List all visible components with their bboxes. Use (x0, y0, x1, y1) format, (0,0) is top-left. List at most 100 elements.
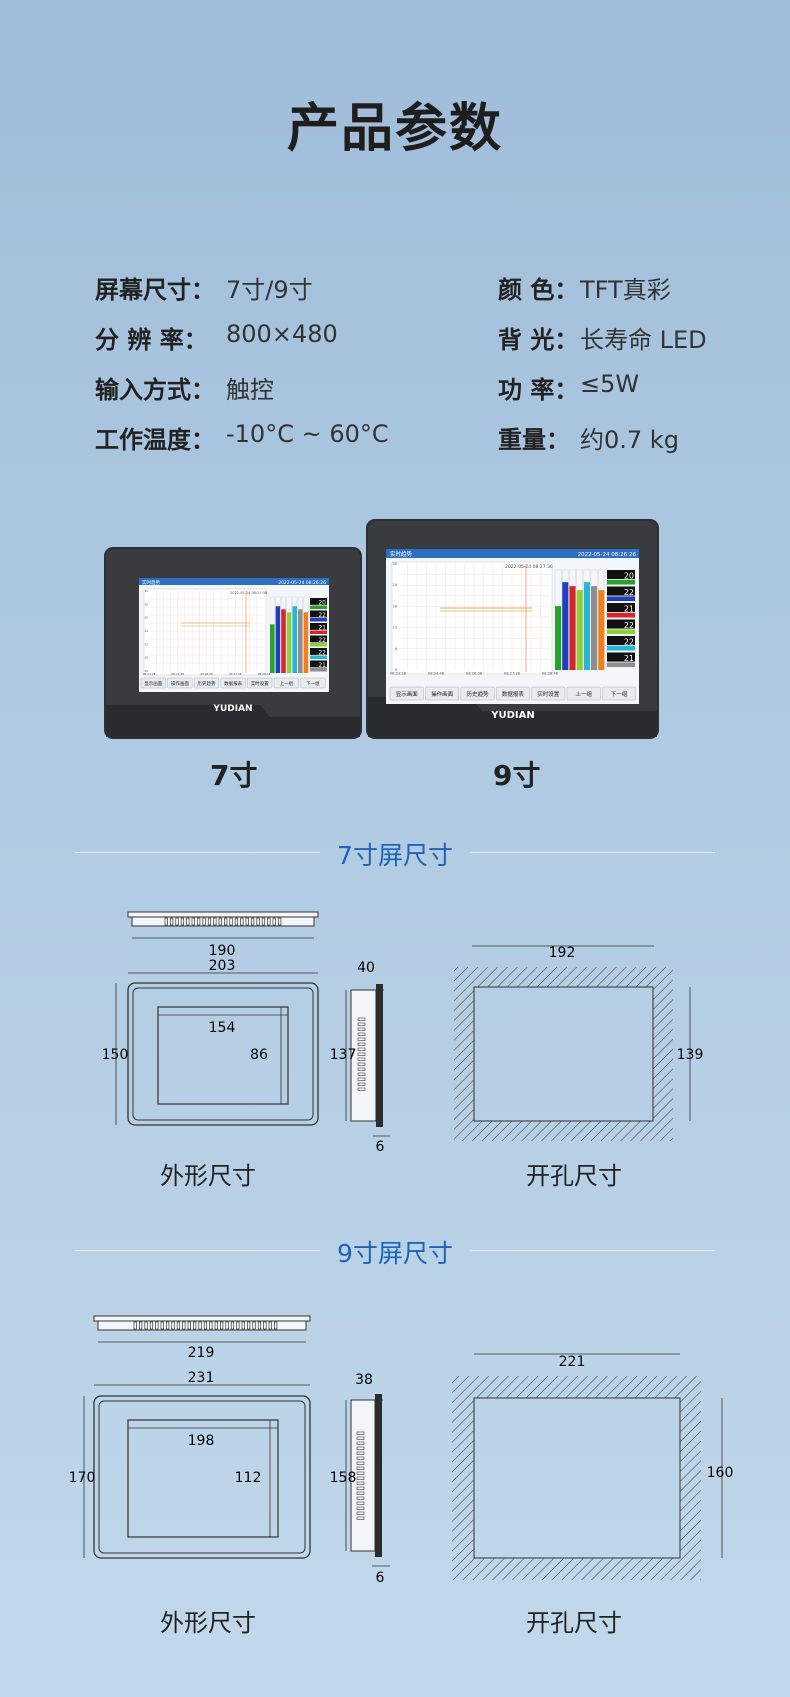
level-bar-frame (562, 569, 569, 583)
vent-slot (274, 1321, 278, 1330)
x-tick-label: 08:28:48 (258, 672, 271, 676)
level-bar (281, 609, 286, 673)
screen-button-label: 操作画面 (431, 690, 454, 698)
value-strip (310, 630, 327, 634)
spec-backlight-value: 长寿命 LED (580, 326, 707, 354)
spec-temp-value: -10°C ~ 60°C (226, 420, 389, 448)
screen-button (193, 677, 219, 689)
value-box (607, 636, 635, 646)
vent-slot (268, 1321, 272, 1330)
vent-slot (170, 917, 174, 926)
screen-button (425, 686, 459, 701)
dim9-bezel: 6 (376, 1570, 385, 1586)
vent-slot (160, 1321, 164, 1330)
screen-button (531, 686, 566, 701)
screen-button (247, 677, 273, 689)
vent-slot (176, 1321, 181, 1330)
screen-button-label: 上一组 (575, 690, 592, 698)
vent-slot (241, 1321, 245, 1330)
value-box (607, 619, 635, 629)
value-box (310, 648, 327, 655)
value-box (310, 635, 327, 643)
vent-slot (245, 917, 249, 926)
screen9-chart-stamp: 2022-05-24 08:27:36 (505, 564, 553, 570)
screen7-header-left: 实时趋势 (142, 579, 160, 586)
vent-slot (182, 1321, 186, 1330)
vent-slot (144, 1321, 148, 1330)
level-bar (270, 624, 275, 673)
spec-weight-value: 约0.7 kg (580, 426, 679, 454)
side-view-ribs-7 (357, 1017, 366, 1091)
level-bar-frame (292, 596, 298, 607)
drawing-7-inch: 190 203 154 86 150 40 137 6 192 139 (102, 911, 703, 1155)
screen7-chart-stamp: 2022-05-24 08:27:36 (230, 591, 267, 595)
value-readout: 21 (624, 654, 634, 663)
y-tick-label: 12 (392, 626, 397, 630)
side-rib (357, 1057, 366, 1061)
side-rib (356, 1471, 365, 1475)
product-photos: 实时趋势 2022-05-24 08:26:26 302826242220180… (104, 519, 659, 739)
vent-slot (197, 917, 201, 926)
side-rib (356, 1486, 365, 1490)
caption-outline-9: 外形尺寸 (160, 1609, 256, 1637)
vent-slot (261, 917, 266, 926)
screen-button (140, 677, 166, 689)
vent-slot (251, 917, 255, 926)
dim9-outer-width: 231 (188, 1370, 215, 1386)
vent-slot (164, 917, 168, 926)
level-bar (583, 582, 590, 670)
y-tick-label: 28 (144, 602, 148, 606)
vent-slot (186, 917, 190, 926)
side-rib (356, 1456, 365, 1460)
level-bar-frame (275, 596, 281, 607)
value-readout: 20 (318, 599, 326, 606)
level-bar-frame (554, 569, 562, 607)
vent-slot (278, 917, 282, 926)
side-rib (357, 1082, 366, 1086)
level-bar-frame (303, 596, 309, 613)
value-strip (310, 643, 327, 647)
device-7-inch: 实时趋势 2022-05-24 08:26:26 302826242220180… (104, 547, 362, 739)
side-rib (357, 1077, 366, 1081)
spec-input-label: 输入方式： (95, 376, 215, 404)
screen-button-label: 数据报表 (502, 690, 525, 698)
screen-button-label: 历史趋势 (198, 680, 216, 687)
dim7-top-width: 190 (209, 943, 236, 959)
value-box (310, 598, 327, 605)
vent-slot (229, 917, 233, 926)
screen9-buttons: 显示画面操作画面历史趋势数据报表实时设置上一组下一组 (389, 686, 637, 701)
x-tick-label: 08:23:28 (143, 672, 156, 676)
label-9-inch: 9寸 (493, 759, 541, 792)
y-tick-label: 24 (144, 629, 148, 633)
value-readout: 22 (318, 612, 326, 619)
level-bar (286, 612, 292, 673)
side-rib (356, 1501, 365, 1505)
screen-button-label: 下一组 (611, 690, 628, 698)
dim7-side-height: 137 (330, 1047, 357, 1063)
screen-button (273, 677, 299, 689)
x-tick-label: 08:26:08 (466, 672, 483, 676)
brand-logo-7: YUDIAN (212, 704, 252, 714)
vent-slot (149, 1321, 154, 1330)
screen7-bars (269, 596, 309, 673)
side-rib (356, 1466, 365, 1470)
caption-cutout-7: 开孔尺寸 (526, 1162, 622, 1190)
spec-backlight-label: 背 光： (498, 326, 579, 354)
vent-slot (225, 1321, 229, 1330)
vent-slot (230, 1321, 235, 1330)
vent-slot (180, 917, 185, 926)
dim7-outer-height: 150 (102, 1047, 129, 1063)
vent-slot (252, 1321, 256, 1330)
side-rib (356, 1441, 365, 1445)
spec-power-value: ≤5W (580, 370, 640, 398)
vent-slot (202, 917, 206, 926)
side-rib (356, 1476, 365, 1480)
side-rib (357, 1062, 366, 1066)
level-bar-frame (286, 596, 292, 613)
screen-button (602, 686, 637, 701)
vent-slot (139, 1321, 143, 1330)
screen-button-label: 实时设置 (537, 690, 560, 698)
vent-slot (256, 917, 260, 926)
side-rib (356, 1446, 365, 1450)
